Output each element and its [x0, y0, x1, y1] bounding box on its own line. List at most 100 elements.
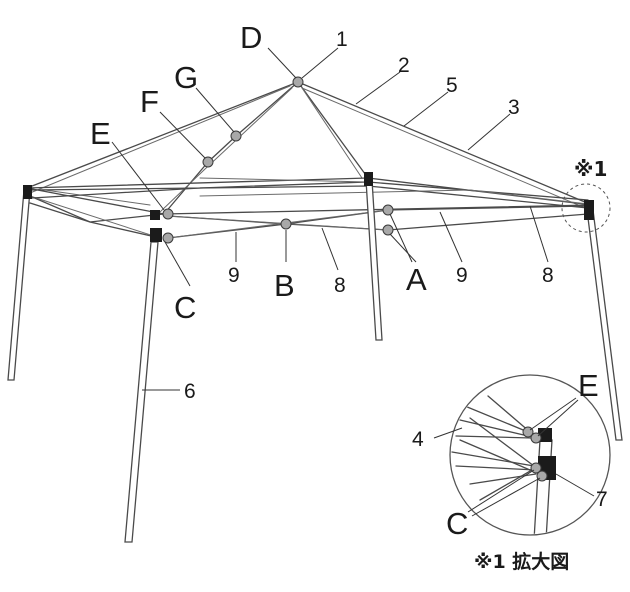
leader-g: [195, 87, 235, 133]
detail-label-e: E: [578, 368, 599, 403]
brackets: [23, 172, 594, 242]
joint-d-peak: [292, 76, 304, 88]
detail-rib-9: [487, 395, 531, 433]
bracket-back-left: [23, 185, 32, 199]
leader-1: [301, 47, 339, 79]
label-9-right: 9: [456, 264, 468, 287]
joint-b: [280, 218, 292, 230]
leg-back-left: [7, 189, 31, 381]
detail-rib-4: [451, 451, 535, 467]
top-edge-left: [26, 187, 165, 215]
top-edge-front: [163, 204, 593, 215]
detail-leader-c2: [471, 477, 541, 517]
leader-e: [111, 141, 165, 211]
roof-rib-back: [297, 81, 369, 179]
leader-a-bottom: [389, 233, 417, 263]
bracket-front-left-bottom: [150, 228, 162, 242]
detail-bracket-top: [538, 428, 552, 442]
leader-2: [355, 71, 401, 105]
label-detail-mark: ※1: [574, 157, 607, 181]
joint-e: [162, 208, 174, 220]
roof-rib-front-outer: [235, 81, 299, 137]
label-9-left: 9: [228, 264, 240, 287]
truss-left-4: [44, 189, 151, 206]
detail-label-4: 4: [412, 428, 424, 451]
bracket-back-right: [364, 172, 373, 186]
truss-back-1: [31, 181, 589, 201]
bracket-front-right: [584, 200, 594, 220]
label-c: C: [174, 290, 196, 325]
leader-f: [159, 111, 206, 159]
joints: [162, 76, 394, 244]
truss-front-4: [167, 209, 389, 239]
detail-caption: ※1 拡大図: [474, 550, 569, 573]
detail-rib-10: [479, 469, 533, 501]
leader-9-right: [439, 211, 463, 263]
top-edge-back: [26, 177, 369, 189]
roof-rib-front-inner-2: [159, 169, 205, 213]
truss-left-3: [29, 195, 161, 239]
detail-rib-1: [459, 403, 529, 433]
label-6: 6: [184, 380, 196, 403]
leader-8-left: [321, 227, 339, 271]
joint-a-bottom: [382, 224, 394, 236]
legs: [7, 179, 623, 543]
canopy-frame: [26, 81, 593, 239]
joint-c: [162, 232, 174, 244]
truss-back-3: [199, 177, 369, 183]
detail-label-c: C: [446, 506, 468, 541]
detail-leader-lines: [433, 397, 595, 517]
detail-marker-ring: [561, 183, 611, 233]
roof-rib-front-mid: [207, 135, 237, 163]
leader-3: [467, 113, 511, 151]
leader-lines: [111, 47, 549, 391]
roof-rib-right-inner: [301, 87, 591, 211]
detail-leader-7: [555, 473, 595, 497]
leader-5: [403, 91, 449, 127]
detail-leader-c1: [467, 469, 535, 513]
roof-rib-left: [26, 81, 299, 189]
label-8-left: 8: [334, 274, 346, 297]
label-8-right: 8: [542, 264, 554, 287]
detail-leader-4: [433, 427, 463, 439]
label-b: B: [274, 268, 295, 303]
leader-8-right: [529, 205, 549, 263]
truss-back-2: [31, 185, 589, 209]
detail-joint-c2: [536, 470, 548, 482]
joint-g: [230, 130, 242, 142]
label-d: D: [240, 20, 262, 55]
detail-rib-3: [455, 435, 533, 439]
detail-rib-7: [459, 439, 531, 471]
truss-left-2: [29, 202, 161, 239]
detail-circle: [449, 374, 611, 536]
truss-back-5: [469, 189, 589, 205]
joint-f: [202, 156, 214, 168]
leg-front-left: [124, 241, 159, 543]
detail-leader-e2: [537, 399, 579, 437]
detail-label-7: 7: [596, 488, 608, 511]
roof-rib-front-inner: [203, 87, 293, 171]
detail-rib-8: [469, 417, 535, 467]
detail-rib-2: [459, 419, 529, 437]
detail-rib-5: [455, 465, 537, 471]
joint-a-top: [382, 204, 394, 216]
bracket-front-left-top: [150, 210, 160, 220]
truss-back-4: [199, 189, 471, 197]
truss-front-1: [167, 205, 589, 225]
roof-rib-back-inner: [301, 87, 363, 179]
label-f: F: [140, 84, 159, 119]
label-g: G: [174, 60, 198, 95]
roof-rib-left-inner: [29, 85, 291, 194]
detail-view: E C 4 7 ※1 拡大図: [412, 368, 611, 573]
leader-c: [164, 241, 191, 287]
label-a: A: [406, 262, 427, 297]
roof-rib-right: [297, 81, 593, 206]
leader-d: [267, 47, 297, 79]
label-2: 2: [398, 54, 410, 77]
label-3: 3: [508, 96, 520, 119]
label-e: E: [90, 116, 111, 151]
detail-content: [451, 395, 556, 534]
truss-front-2: [167, 213, 589, 239]
leg-back-right: [365, 179, 383, 341]
